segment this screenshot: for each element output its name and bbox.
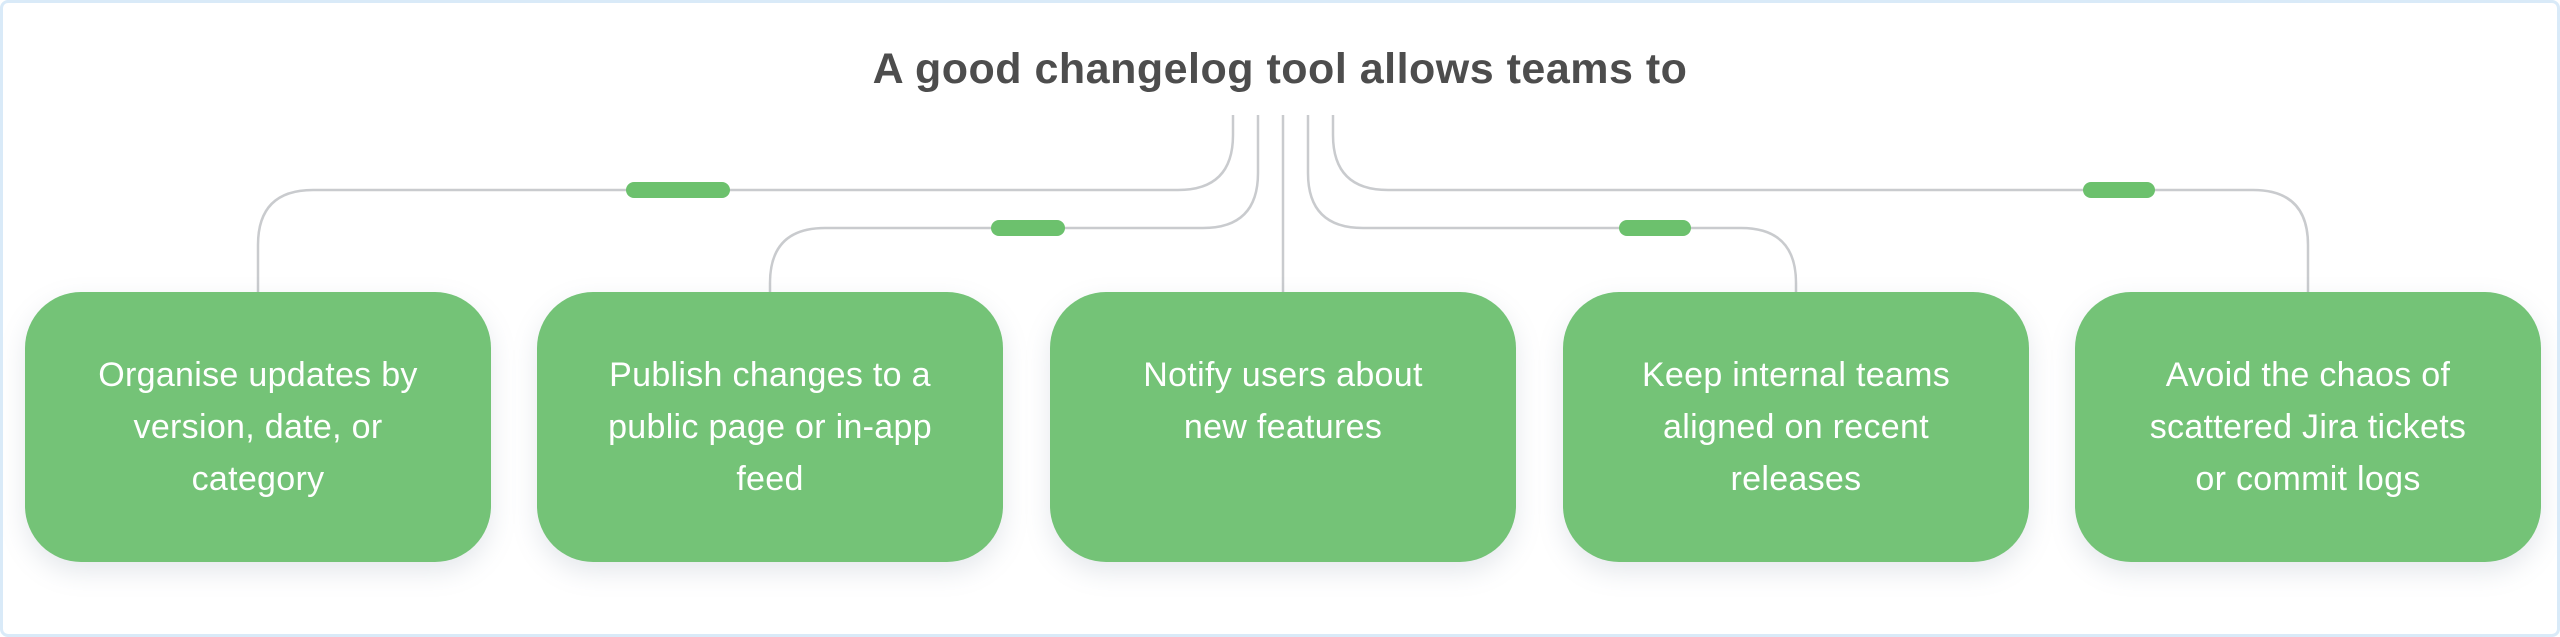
connector-branch-2 [768,115,1260,292]
node-notify-users: Notify users about new features [1050,292,1516,562]
diagram-title: A good changelog tool allows teams to [872,45,1688,93]
branch-2-pill-marker [991,220,1065,236]
connector-lines [256,115,2310,292]
branch-4-pill-marker [1619,220,1691,236]
node-keep-teams-aligned: Keep internal teams aligned on recent re… [1563,292,2029,562]
branch-1-pill-marker [626,182,730,198]
connector-branch-1 [256,115,1235,292]
node-avoid-chaos: Avoid the chaos of scattered Jira ticket… [2075,292,2541,562]
connector-branch-4 [1306,115,1798,292]
branch-5-pill-marker [2083,182,2155,198]
node-publish-changes: Publish changes to a public page or in-a… [537,292,1003,562]
connector-branch-5 [1331,115,2310,292]
node-organise-updates: Organise updates by version, date, or ca… [25,292,491,562]
